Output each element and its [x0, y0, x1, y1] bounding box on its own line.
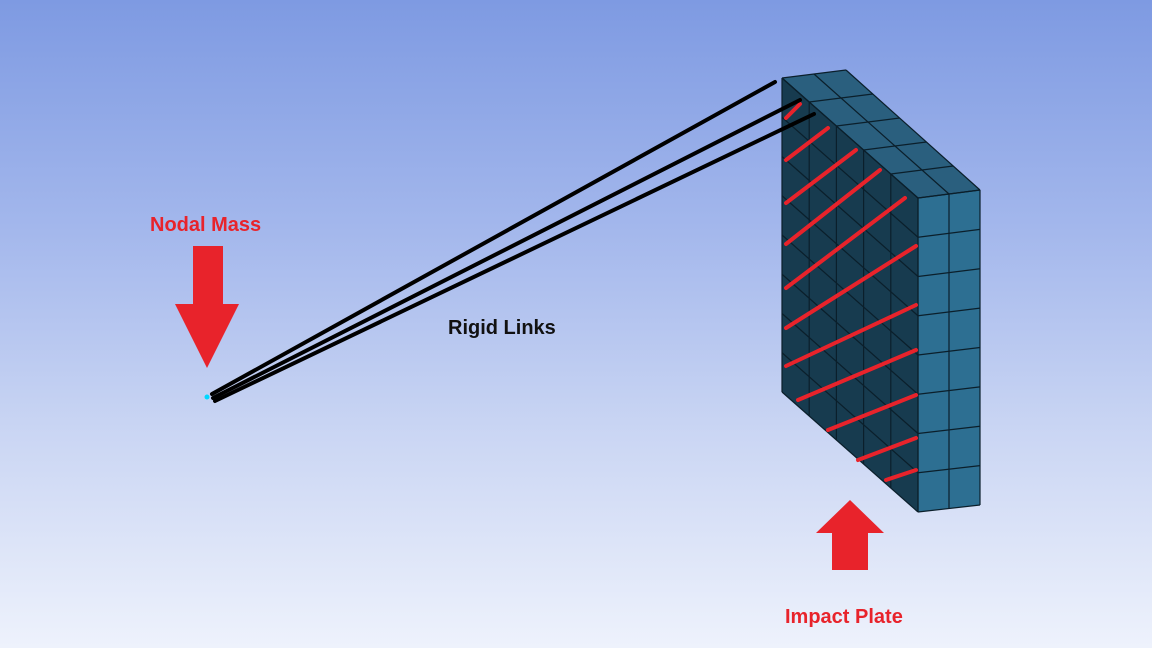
- rigid-link-2: [211, 98, 802, 400]
- mesh-line: [917, 189, 981, 199]
- mesh-line: [917, 307, 981, 317]
- mesh-line: [781, 195, 919, 317]
- mesh-line: [917, 268, 981, 278]
- mesh-line: [813, 73, 950, 195]
- mesh-line: [917, 386, 981, 395]
- contact-line: [796, 348, 918, 402]
- contact-line: [784, 303, 918, 368]
- nodal-mass-point: [204, 394, 210, 400]
- mesh-line: [781, 234, 919, 356]
- rigid-link-1: [210, 80, 777, 396]
- contact-line: [784, 168, 882, 246]
- nodal-mass-label: Nodal Mass: [150, 214, 262, 236]
- mesh-line: [845, 69, 981, 191]
- mesh-line: [917, 346, 981, 356]
- mesh-line: [781, 156, 919, 277]
- impact-plate-label: Impact Plate: [785, 606, 903, 628]
- plate-mesh-lines: [781, 69, 981, 513]
- mesh-line: [781, 77, 919, 199]
- mesh-line: [781, 116, 919, 238]
- contact-line: [784, 148, 858, 205]
- rigid-links: [210, 80, 816, 403]
- contact-line: [784, 244, 918, 330]
- mesh-line: [781, 391, 919, 513]
- rigid-links-label: Rigid Links: [448, 317, 556, 339]
- contact-line: [826, 393, 918, 432]
- contact-line: [884, 468, 918, 482]
- mesh-line: [863, 141, 927, 151]
- mesh-line: [917, 504, 981, 513]
- contact-lines: [784, 102, 918, 482]
- mesh-line: [917, 425, 981, 435]
- rigid-link-3: [213, 112, 816, 403]
- mesh-line: [836, 117, 900, 127]
- contact-line: [784, 102, 802, 120]
- contact-line: [784, 126, 830, 162]
- contact-line: [856, 436, 918, 462]
- impact-plate-mesh: [781, 69, 981, 513]
- mesh-line: [781, 69, 847, 79]
- mesh-line: [917, 465, 981, 474]
- mesh-line: [890, 165, 954, 175]
- mesh-line: [781, 352, 919, 474]
- mesh-line: [917, 228, 981, 238]
- up-arrow-icon: [816, 500, 884, 570]
- mesh-line: [781, 313, 919, 434]
- mesh-line: [809, 93, 873, 103]
- contact-line: [784, 196, 907, 290]
- down-arrow-icon: [175, 246, 239, 368]
